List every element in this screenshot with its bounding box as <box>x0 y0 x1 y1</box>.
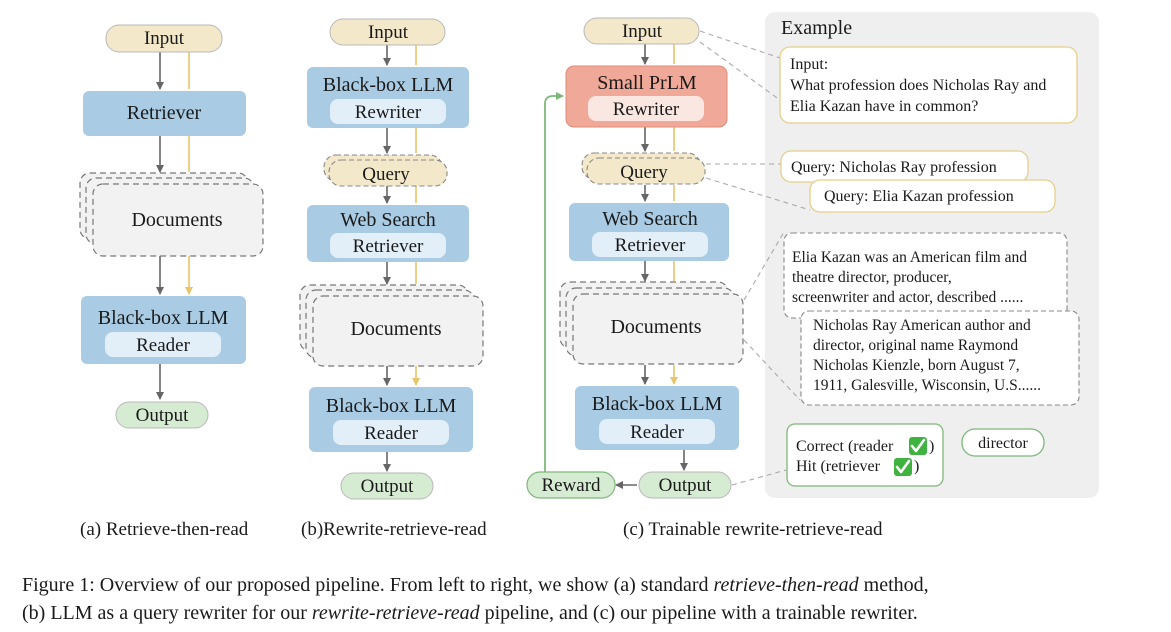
caption-text: pipeline, and (c) our pipeline with a tr… <box>479 602 918 624</box>
input-node <box>583 17 700 45</box>
rewriter-label: Rewriter <box>355 102 422 123</box>
example-input-line: Elia Kazan have in common? <box>790 98 978 115</box>
query-stack <box>581 152 706 185</box>
query-label: Query <box>362 164 410 185</box>
example-query-box <box>809 179 1056 213</box>
example-query-text: Query: Nicholas Ray profession <box>791 159 997 176</box>
small-prlm-label: Small PrLM <box>597 72 697 94</box>
retriever-label: Retriever <box>127 102 202 124</box>
example-document-line: Nicholas Ray American author and <box>813 317 1031 334</box>
answer-badge <box>961 428 1045 457</box>
output-node <box>115 401 209 429</box>
documents-label: Documents <box>610 316 701 338</box>
retriever-label: Retriever <box>615 235 686 256</box>
example-document-line: screenwriter and actor, described ...... <box>792 289 1023 306</box>
caption-italic: rewrite-retrieve-read <box>311 602 480 624</box>
retriever-inner <box>592 232 708 257</box>
example-input-box <box>779 46 1078 124</box>
figure-caption: Figure 1: Overview of our proposed pipel… <box>22 571 929 627</box>
example-document-line: Elia Kazan was an American film and <box>792 249 1027 266</box>
output-label: Output <box>361 476 415 497</box>
query-label: Query <box>620 162 668 183</box>
rewriter-llm-label: Black-box LLM <box>323 74 454 96</box>
caption-line-2: (b) LLM as a query rewriter for our rewr… <box>22 599 929 627</box>
output-node <box>638 471 732 499</box>
output-label: Output <box>659 475 713 496</box>
caption-text: Figure 1: Overview of our proposed pipel… <box>22 574 714 596</box>
reward-node <box>526 471 616 499</box>
example-document-box <box>783 232 1068 319</box>
output-label: Output <box>136 405 190 426</box>
check-icon <box>894 458 912 476</box>
retriever-node <box>83 91 246 136</box>
paren-text: ) <box>929 438 934 455</box>
hit-text: Hit (retriever <box>796 458 881 475</box>
example-document-box <box>800 310 1080 406</box>
reader-llm-label: Black-box LLM <box>592 393 723 415</box>
rewriter-inner <box>588 96 704 121</box>
correct-text: Correct (reader <box>796 438 894 455</box>
input-node <box>329 18 446 46</box>
documents-label: Documents <box>350 318 441 340</box>
panel-a: Input Retriever Documents Black-box LLM … <box>79 24 264 429</box>
check-icon <box>909 437 927 455</box>
reader-llm-label: Black-box LLM <box>98 307 229 329</box>
reader-inner <box>599 419 715 444</box>
reader-llm-label: Black-box LLM <box>326 395 457 417</box>
answer-text: director <box>978 435 1028 452</box>
caption-italic: retrieve-then-read <box>713 574 859 596</box>
example-title: Example <box>781 17 852 39</box>
example-input-line: What profession does Nicholas Ray and <box>790 77 1046 94</box>
caption-text: method, <box>858 574 929 596</box>
web-search-label: Web Search <box>340 209 436 231</box>
caption-line-1: Figure 1: Overview of our proposed pipel… <box>22 571 929 599</box>
example-document-line: director, original name Raymond <box>813 337 1018 354</box>
reader-inner <box>105 332 221 357</box>
documents-stack <box>559 281 744 365</box>
input-node <box>105 24 223 53</box>
example-document-line: theatre director, producer, <box>792 269 952 286</box>
reader-label: Reader <box>364 423 418 444</box>
query-stack <box>323 154 448 187</box>
rewriter-label: Rewriter <box>613 99 680 120</box>
panel-a-caption: (a) Retrieve-then-read <box>80 519 249 540</box>
reader-inner <box>333 420 449 445</box>
input-label: Input <box>368 22 409 43</box>
panel-c-caption: (c) Trainable rewrite-retrieve-read <box>623 519 883 540</box>
example-input-label: Input: <box>790 56 828 73</box>
panel-c: Input Small PrLM Rewriter Query Web Sear… <box>526 17 744 499</box>
example-content: Input: What profession does Nicholas Ray… <box>699 30 1080 487</box>
output-node <box>340 472 434 500</box>
input-label: Input <box>622 21 663 42</box>
rewriter-inner <box>330 99 446 124</box>
paren-text: ) <box>914 458 919 475</box>
panel-b-caption: (b)Rewrite-retrieve-read <box>301 519 487 540</box>
example-document-line: Nicholas Kienzle, born August 7, <box>813 357 1020 374</box>
retriever-inner <box>330 233 446 258</box>
retriever-label: Retriever <box>353 236 424 257</box>
example-query-text: Query: Elia Kazan profession <box>824 188 1014 205</box>
reader-label: Reader <box>630 422 684 443</box>
reward-label: Reward <box>541 475 601 496</box>
documents-stack <box>299 284 484 367</box>
example-document-line: 1911, Galesville, Wisconsin, U.S...... <box>813 377 1041 394</box>
panel-b: Input Black-box LLM Rewriter Query Web S… <box>299 18 484 500</box>
documents-label: Documents <box>131 209 222 231</box>
input-label: Input <box>144 28 185 49</box>
reader-label: Reader <box>136 335 190 356</box>
web-search-label: Web Search <box>602 208 698 230</box>
documents-stack <box>79 172 264 257</box>
caption-text: (b) LLM as a query rewriter for our <box>22 602 312 624</box>
